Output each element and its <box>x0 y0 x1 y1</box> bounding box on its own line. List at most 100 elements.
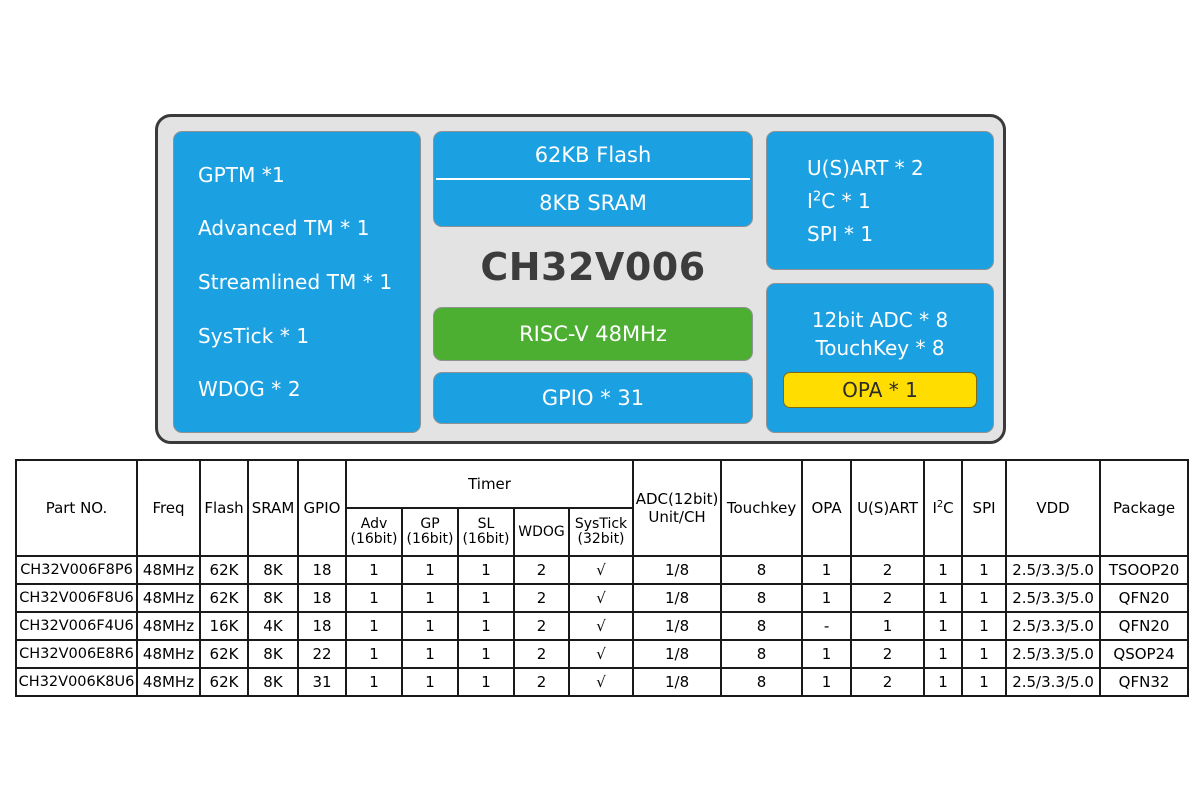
cell-sl: 1 <box>457 555 515 585</box>
header-i2c-prefix: I <box>932 499 937 517</box>
cell-touchkey: 8 <box>720 555 804 585</box>
mcu-block-diagram: GPTM *1 Advanced TM * 1 Streamlined TM *… <box>155 114 1006 444</box>
cell-adv: 1 <box>345 667 403 697</box>
cell-i2c: 1 <box>923 611 964 641</box>
cell-sram: 8K <box>247 639 299 669</box>
cell-freq: 48MHz <box>136 583 201 613</box>
header-gpio: GPIO <box>297 459 347 557</box>
i2c-suffix: C * 1 <box>821 188 871 213</box>
cell-systick: √ <box>567 611 635 641</box>
cell-package: QFN20 <box>1099 611 1190 641</box>
cell-spi: 1 <box>961 583 1008 613</box>
cell-spi: 1 <box>961 611 1008 641</box>
cell-gp: 1 <box>401 611 459 641</box>
cell-flash: 62K <box>199 555 249 585</box>
table-header-row-sub: Adv (16bit) GP (16bit) SL (16bit) WDOG S… <box>16 507 1188 557</box>
i2c-prefix: I <box>807 188 813 213</box>
cell-gp: 1 <box>401 583 459 613</box>
peripheral-opa-box: OPA * 1 <box>783 372 977 408</box>
cell-touchkey: 8 <box>720 639 804 669</box>
cell-flash: 16K <box>199 611 249 641</box>
cell-vdd: 2.5/3.3/5.0 <box>1005 583 1102 613</box>
cell-sl: 1 <box>457 611 515 641</box>
cell-sl: 1 <box>457 583 515 613</box>
cell-sram: 8K <box>247 667 299 697</box>
communication-peripherals-block: U(S)ART * 2 I2C * 1 SPI * 1 <box>766 131 994 270</box>
header-part-no: Part NO. <box>15 459 138 557</box>
cell-freq: 48MHz <box>136 555 201 585</box>
cell-usart: 2 <box>850 583 926 613</box>
cell-adc: 1/8 <box>632 611 723 641</box>
header-usart: U(S)ART <box>850 459 926 557</box>
cell-sl: 1 <box>457 639 515 669</box>
header-touchkey: Touchkey <box>720 459 804 557</box>
cell-flash: 62K <box>199 639 249 669</box>
peripheral-gptm: GPTM *1 <box>198 162 285 187</box>
cell-adc: 1/8 <box>632 583 723 613</box>
header-timer-systick: SysTick (32bit) <box>567 507 635 557</box>
header-timer-adv-name: Adv <box>360 516 388 533</box>
cell-gp: 1 <box>401 667 459 697</box>
cell-usart: 2 <box>850 667 926 697</box>
header-opa: OPA <box>801 459 853 557</box>
part-comparison-table: Part NO. Freq Flash SRAM GPIO Timer ADC(… <box>15 459 1190 697</box>
cell-vdd: 2.5/3.3/5.0 <box>1005 611 1102 641</box>
cell-i2c: 1 <box>923 667 964 697</box>
cell-systick: √ <box>567 583 635 613</box>
cell-adv: 1 <box>345 611 403 641</box>
header-adc-line1: ADC(12bit) <box>635 490 719 508</box>
header-flash: Flash <box>199 459 249 557</box>
cell-package: QSOP24 <box>1099 639 1190 669</box>
cell-freq: 48MHz <box>136 639 201 669</box>
cell-part-no: CH32V006F8U6 <box>15 583 138 613</box>
header-timer-systick-width: (32bit) <box>577 531 625 547</box>
cell-freq: 48MHz <box>136 667 201 697</box>
header-i2c-suffix: C <box>943 499 954 517</box>
timer-peripherals-block: GPTM *1 Advanced TM * 1 Streamlined TM *… <box>173 131 421 433</box>
cell-part-no: CH32V006F4U6 <box>15 611 138 641</box>
cell-wdog: 2 <box>513 667 570 697</box>
cpu-core-label: RISC-V 48MHz <box>519 322 667 346</box>
peripheral-spi: SPI * 1 <box>807 221 874 246</box>
header-i2c: I2C <box>923 459 964 557</box>
cell-sl: 1 <box>457 667 515 697</box>
flash-capacity: 62KB Flash <box>534 142 652 167</box>
cell-wdog: 2 <box>513 639 570 669</box>
cell-adc: 1/8 <box>632 555 723 585</box>
peripheral-systick: SysTick * 1 <box>198 323 310 348</box>
cell-sram: 8K <box>247 583 299 613</box>
cell-sram: 8K <box>247 555 299 585</box>
header-adc: ADC(12bit) Unit/CH <box>632 459 723 557</box>
sram-capacity: 8KB SRAM <box>539 191 647 216</box>
header-timer-adv: Adv (16bit) <box>345 507 403 557</box>
header-timer-systick-name: SysTick <box>574 516 628 533</box>
cell-spi: 1 <box>961 555 1008 585</box>
cell-wdog: 2 <box>513 583 570 613</box>
cell-touchkey: 8 <box>720 667 804 697</box>
cell-gp: 1 <box>401 639 459 669</box>
cell-i2c: 1 <box>923 555 964 585</box>
cell-vdd: 2.5/3.3/5.0 <box>1005 639 1102 669</box>
header-timer-sl-name: SL <box>477 516 495 533</box>
header-spi: SPI <box>961 459 1008 557</box>
header-timer-gp: GP (16bit) <box>401 507 459 557</box>
cell-package: TSOOP20 <box>1099 555 1190 585</box>
header-timer-group: Timer <box>344 459 635 509</box>
peripheral-wdog: WDOG * 2 <box>198 377 301 402</box>
cell-usart: 1 <box>850 611 926 641</box>
cell-opa: 1 <box>801 583 853 613</box>
cell-systick: √ <box>567 555 635 585</box>
cell-opa: 1 <box>801 555 853 585</box>
peripheral-usart: U(S)ART * 2 <box>807 155 924 180</box>
cell-vdd: 2.5/3.3/5.0 <box>1005 555 1102 585</box>
cell-gpio: 18 <box>297 583 347 613</box>
cell-adv: 1 <box>345 639 403 669</box>
cell-wdog: 2 <box>513 611 570 641</box>
cell-systick: √ <box>567 667 635 697</box>
cell-part-no: CH32V006F8P6 <box>15 555 138 585</box>
cell-adv: 1 <box>345 583 403 613</box>
header-timer-gp-name: GP <box>420 516 440 533</box>
cell-vdd: 2.5/3.3/5.0 <box>1005 667 1102 697</box>
